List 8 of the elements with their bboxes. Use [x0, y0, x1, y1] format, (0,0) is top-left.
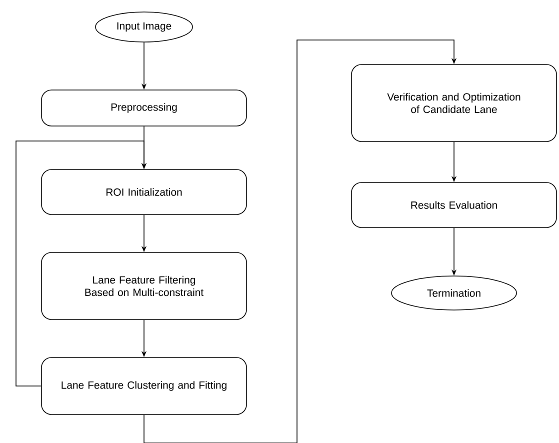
arrow	[16, 140, 147, 386]
process-box: Preprocessing	[41, 90, 247, 126]
process-box: Lane Feature Clustering and Fitting	[41, 357, 247, 415]
process-box: ROI Initialization	[41, 169, 247, 215]
process-box: Verification and Optimization of Candidate Lane	[351, 64, 557, 142]
arrow	[144, 40, 457, 443]
process-box: Lane Feature Filtering Based on Multi-constraint	[41, 252, 247, 320]
process-box: Results Evaluation	[351, 182, 557, 228]
